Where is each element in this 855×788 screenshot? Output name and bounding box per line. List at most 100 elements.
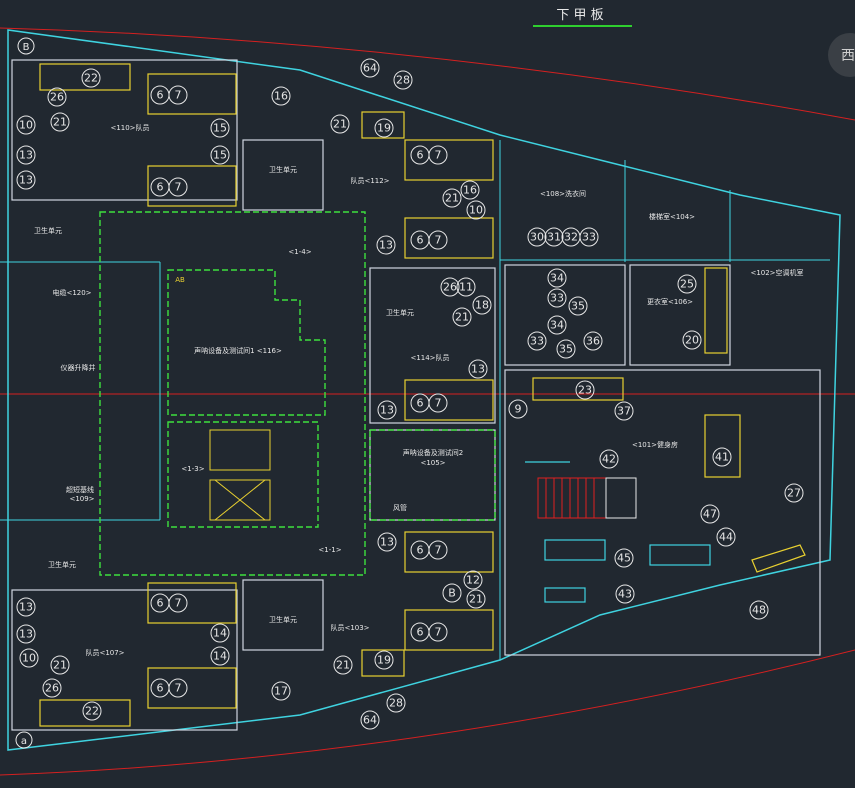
wall-layer xyxy=(11,59,821,731)
callout-circle xyxy=(168,177,188,197)
callout-bubble: 20 xyxy=(682,330,702,350)
callout-number: 26 xyxy=(45,682,59,695)
callout-bubble: 6 xyxy=(410,145,430,165)
callout-circle xyxy=(466,200,486,220)
callout-circle xyxy=(428,540,448,560)
callout-bubble: 27 xyxy=(784,483,804,503)
callout-circle xyxy=(386,693,406,713)
furniture-layer xyxy=(39,63,806,727)
callout-circle xyxy=(749,600,769,620)
room-label-112: 队员<112> xyxy=(350,176,389,185)
callout-bubble: 37 xyxy=(614,401,634,421)
callout-bubble: 7 xyxy=(428,393,448,413)
callout-number: 26 xyxy=(443,281,457,294)
callout-number: 34 xyxy=(550,272,564,285)
callout-number: 13 xyxy=(379,239,393,252)
callout-bubble: 21 xyxy=(466,589,486,609)
room-label-wc: 卫生单元 xyxy=(269,615,297,624)
callout-circle xyxy=(547,268,567,288)
callout-circle xyxy=(377,532,397,552)
callout-circle xyxy=(374,650,394,670)
callout-circle xyxy=(599,449,619,469)
callout-number: 33 xyxy=(582,231,596,244)
callout-number: 15 xyxy=(213,122,227,135)
callout-bubble: 6 xyxy=(410,622,430,642)
callout-circle xyxy=(374,118,394,138)
callout-number: 35 xyxy=(559,343,573,356)
callout-circle xyxy=(168,593,188,613)
callout-bubble: 33 xyxy=(579,227,599,247)
callout-circle xyxy=(16,145,36,165)
marker-b xyxy=(17,37,35,55)
callout-circle xyxy=(615,584,635,604)
room-label-109a: 超短基线 xyxy=(66,485,94,494)
callout-bubble: 13 xyxy=(16,624,36,644)
callout-circle xyxy=(544,227,564,247)
callout-circle xyxy=(463,570,483,590)
callout-circle xyxy=(376,235,396,255)
callout-circle xyxy=(16,624,36,644)
callout-bubble: 6 xyxy=(150,678,170,698)
callout-circle xyxy=(16,115,36,135)
gym-equipment xyxy=(525,461,711,603)
callout-circle xyxy=(50,655,70,675)
callout-bubble: 35 xyxy=(568,296,588,316)
callout-circle xyxy=(428,622,448,642)
callout-bubble: 42 xyxy=(599,449,619,469)
hull-line-top xyxy=(0,27,855,121)
callout-circle xyxy=(583,331,603,351)
callout-circle xyxy=(271,86,291,106)
room-label-wc: 卫生单元 xyxy=(34,226,62,235)
callout-number: 19 xyxy=(377,654,391,667)
callout-circle xyxy=(700,504,720,524)
callout-number: 43 xyxy=(618,588,632,601)
callout-number: 7 xyxy=(175,597,182,610)
callout-number: 30 xyxy=(530,231,544,244)
callout-bubble: 9 xyxy=(508,399,528,419)
callout-bubble: 13 xyxy=(16,145,36,165)
room-label-105b: <105> xyxy=(420,459,445,467)
callout-bubble: 10 xyxy=(466,200,486,220)
room-label-duct: 风管 xyxy=(393,503,407,512)
callout-number: 21 xyxy=(455,311,469,324)
callout-circle xyxy=(472,295,492,315)
callout-bubble: 7 xyxy=(428,230,448,250)
callout-number: 19 xyxy=(377,122,391,135)
callout-bubble: 21 xyxy=(50,655,70,675)
callout-bubble: 64 xyxy=(360,58,380,78)
room-label-109b: <109> xyxy=(69,495,94,503)
hull-outline xyxy=(7,29,841,751)
room-label-105a: 声呐设备及测试间2 xyxy=(403,448,463,457)
callout-bubble: 15 xyxy=(210,145,230,165)
callout-number: 13 xyxy=(19,628,33,641)
callout-circle xyxy=(42,678,62,698)
callout-circle xyxy=(16,170,36,190)
callout-bubble: 6 xyxy=(150,85,170,105)
room-label-c13: <1-3> xyxy=(181,465,204,473)
callout-circle xyxy=(82,701,102,721)
callout-number: 36 xyxy=(586,335,600,348)
callout-bubble: 15 xyxy=(210,118,230,138)
callout-number: 10 xyxy=(469,204,483,217)
callout-number: 26 xyxy=(50,91,64,104)
callout-bubble: 10 xyxy=(19,648,39,668)
room-label-108: <108>洗衣间 xyxy=(540,189,586,198)
callout-number: 6 xyxy=(417,397,424,410)
viewcube[interactable] xyxy=(828,33,855,77)
callout-bubble: 17 xyxy=(271,681,291,701)
callout-number: 37 xyxy=(617,405,631,418)
callout-number: B xyxy=(448,587,456,600)
callout-number: 21 xyxy=(336,659,350,672)
callout-number: 41 xyxy=(715,451,729,464)
callout-circle xyxy=(456,277,476,297)
callout-bubble: 22 xyxy=(82,701,102,721)
callout-circle xyxy=(210,623,230,643)
callout-bubble: 41 xyxy=(712,447,732,467)
callout-bubble: 48 xyxy=(749,600,769,620)
callout-bubble: 7 xyxy=(428,622,448,642)
callout-bubble: 45 xyxy=(614,548,634,568)
callout-number: 13 xyxy=(19,149,33,162)
callout-number: 7 xyxy=(435,234,442,247)
callout-number: 21 xyxy=(53,659,67,672)
